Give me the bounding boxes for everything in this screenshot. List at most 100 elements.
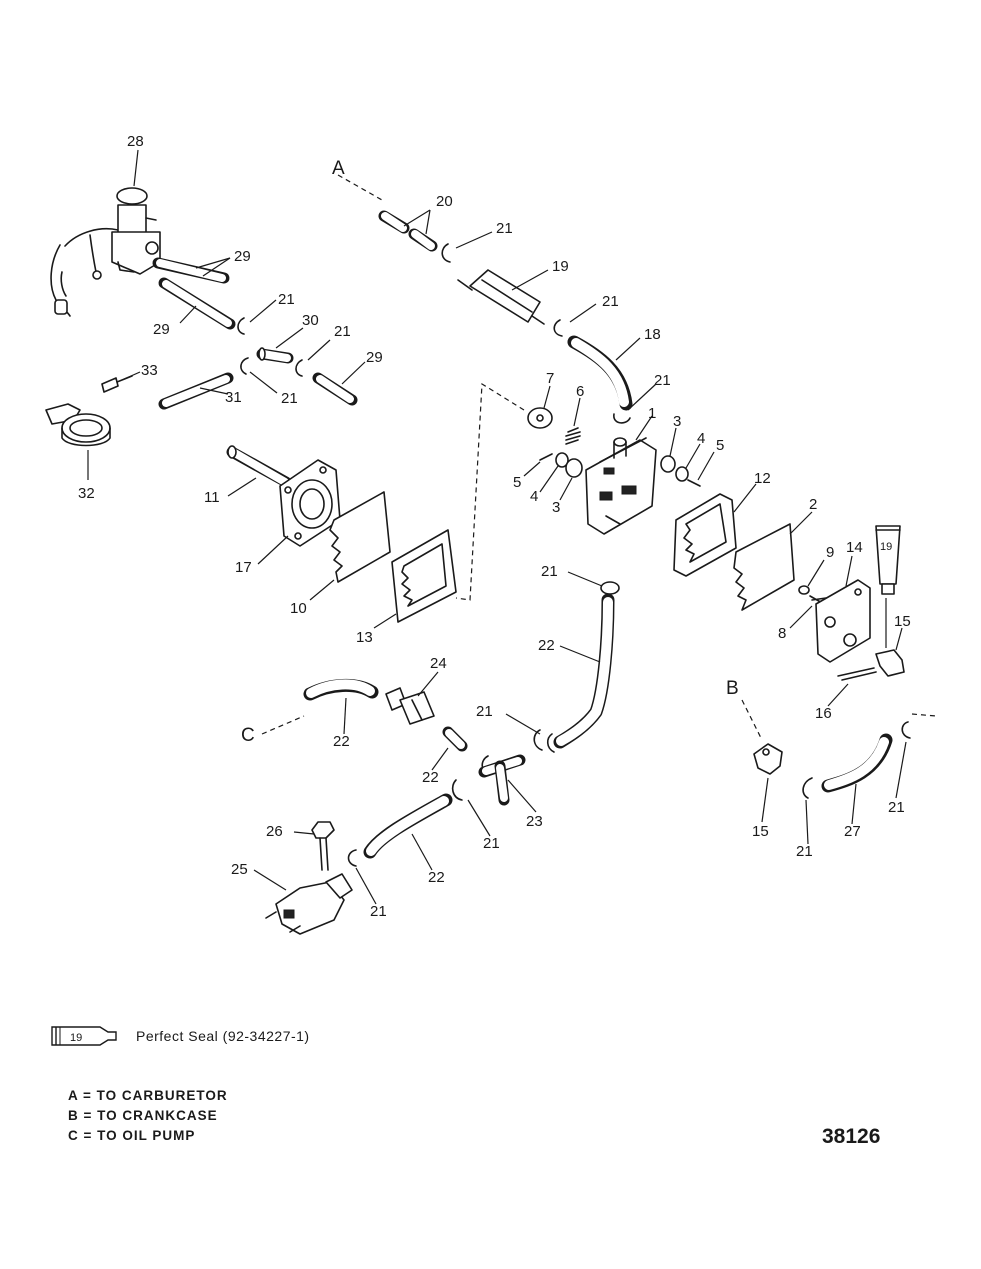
callout: 21	[654, 372, 671, 389]
hose-18	[567, 335, 633, 411]
callout: 21	[541, 563, 558, 580]
sealant-tube-19: 19	[875, 525, 901, 595]
routing-notes: A = TO CARBURETOR B = TO CRANKCASE C = T…	[68, 1086, 228, 1146]
callout: 16	[815, 705, 832, 722]
hose-22-lower	[363, 793, 453, 859]
route-marker-c: C	[241, 725, 255, 746]
elbow-15-b	[753, 743, 783, 775]
tee-fitting-30	[256, 347, 294, 364]
hose-29-group	[152, 257, 358, 406]
callout: 8	[778, 625, 786, 642]
clamp-group-left	[237, 317, 303, 377]
callout: 20	[436, 193, 453, 210]
callout: 13	[356, 629, 373, 646]
callout: 21	[796, 843, 813, 860]
hose-22-short	[442, 726, 468, 752]
callout: 17	[235, 559, 252, 576]
callout: 5	[513, 474, 521, 491]
fuel-pump-1	[585, 437, 657, 535]
hose-27	[821, 733, 893, 793]
callout: 21	[334, 323, 351, 340]
callout: 11	[204, 489, 220, 506]
callout: 28	[127, 133, 144, 150]
fuel-filter-19	[457, 269, 545, 325]
svg-text:19: 19	[880, 541, 892, 553]
callout: 3	[673, 413, 681, 430]
hose-22-center	[553, 593, 615, 749]
fitting-24	[385, 687, 435, 725]
note-c: C = TO OIL PUMP	[68, 1128, 196, 1143]
callout: 21	[278, 291, 295, 308]
cover-14	[815, 579, 871, 663]
callout: 9	[826, 544, 834, 561]
callout: 5	[716, 437, 724, 454]
hose-20-pieces	[378, 210, 438, 252]
note-b: B = TO CRANKCASE	[68, 1108, 218, 1123]
callout: 19	[552, 258, 569, 275]
callout: 29	[153, 321, 170, 338]
callout: 22	[538, 637, 555, 654]
gasket-12	[673, 493, 737, 577]
oil-pump-25	[265, 873, 353, 935]
callout: 22	[333, 733, 350, 750]
callout: 29	[234, 248, 251, 265]
callout: 24	[430, 655, 447, 672]
callout: 21	[281, 390, 298, 407]
callout: 1	[648, 405, 656, 422]
callout: 33	[141, 362, 158, 379]
callout: 25	[231, 861, 248, 878]
callout: 15	[894, 613, 911, 630]
note-a: A = TO CARBURETOR	[68, 1088, 228, 1103]
callout: 21	[370, 903, 387, 920]
callout: 3	[552, 499, 560, 516]
callout: 21	[476, 703, 493, 720]
callout: 22	[422, 769, 439, 786]
tee-23	[478, 754, 526, 806]
gasket-13	[391, 529, 457, 623]
legend-text: Perfect Seal (92-34227-1)	[136, 1028, 310, 1044]
callout: 26	[266, 823, 283, 840]
callout: 32	[78, 485, 95, 502]
callout: 21	[888, 799, 905, 816]
bracket-32	[45, 403, 111, 447]
hose-31	[158, 372, 234, 410]
callout-labels: 28 20 21 19 29 29 21 30 21 29 21 18 33 3…	[78, 133, 911, 920]
clamp-21-center	[600, 581, 620, 595]
callout: 21	[483, 835, 500, 852]
callout: 2	[809, 496, 817, 513]
cap-7	[527, 407, 553, 429]
callout: 18	[644, 326, 661, 343]
screw-33	[101, 375, 133, 393]
callout: 21	[602, 293, 619, 310]
callout: 10	[290, 600, 307, 617]
callout: 7	[546, 370, 554, 387]
sealant-tube-number: 19	[70, 1032, 82, 1044]
route-marker-a: A	[332, 158, 345, 179]
callout: 14	[846, 539, 863, 556]
callout: 4	[530, 488, 538, 505]
callout: 4	[697, 430, 705, 447]
elbow-15-right	[875, 649, 905, 677]
screw-9	[798, 585, 810, 595]
callout: 6	[576, 383, 584, 400]
callout: 15	[752, 823, 769, 840]
callout: 31	[225, 389, 242, 406]
figure-number: 38126	[822, 1125, 881, 1148]
callout: 29	[366, 349, 383, 366]
callout: 27	[844, 823, 861, 840]
hose-22-upper-left	[303, 678, 379, 701]
callout: 12	[754, 470, 771, 487]
screw-16	[837, 667, 877, 681]
stud-11	[226, 445, 292, 488]
route-marker-b: B	[726, 678, 739, 699]
screw-26	[311, 821, 335, 871]
callout: 22	[428, 869, 445, 886]
fuel-primer-assembly	[50, 187, 161, 317]
sealant-tube-icon: 19	[51, 1026, 117, 1046]
sealant-legend: 19 Perfect Seal (92-34227-1)	[50, 1022, 310, 1050]
diaphragm-10	[329, 491, 391, 583]
callout: 23	[526, 813, 543, 830]
callout: 21	[496, 220, 513, 237]
diaphragm-2	[733, 523, 795, 611]
